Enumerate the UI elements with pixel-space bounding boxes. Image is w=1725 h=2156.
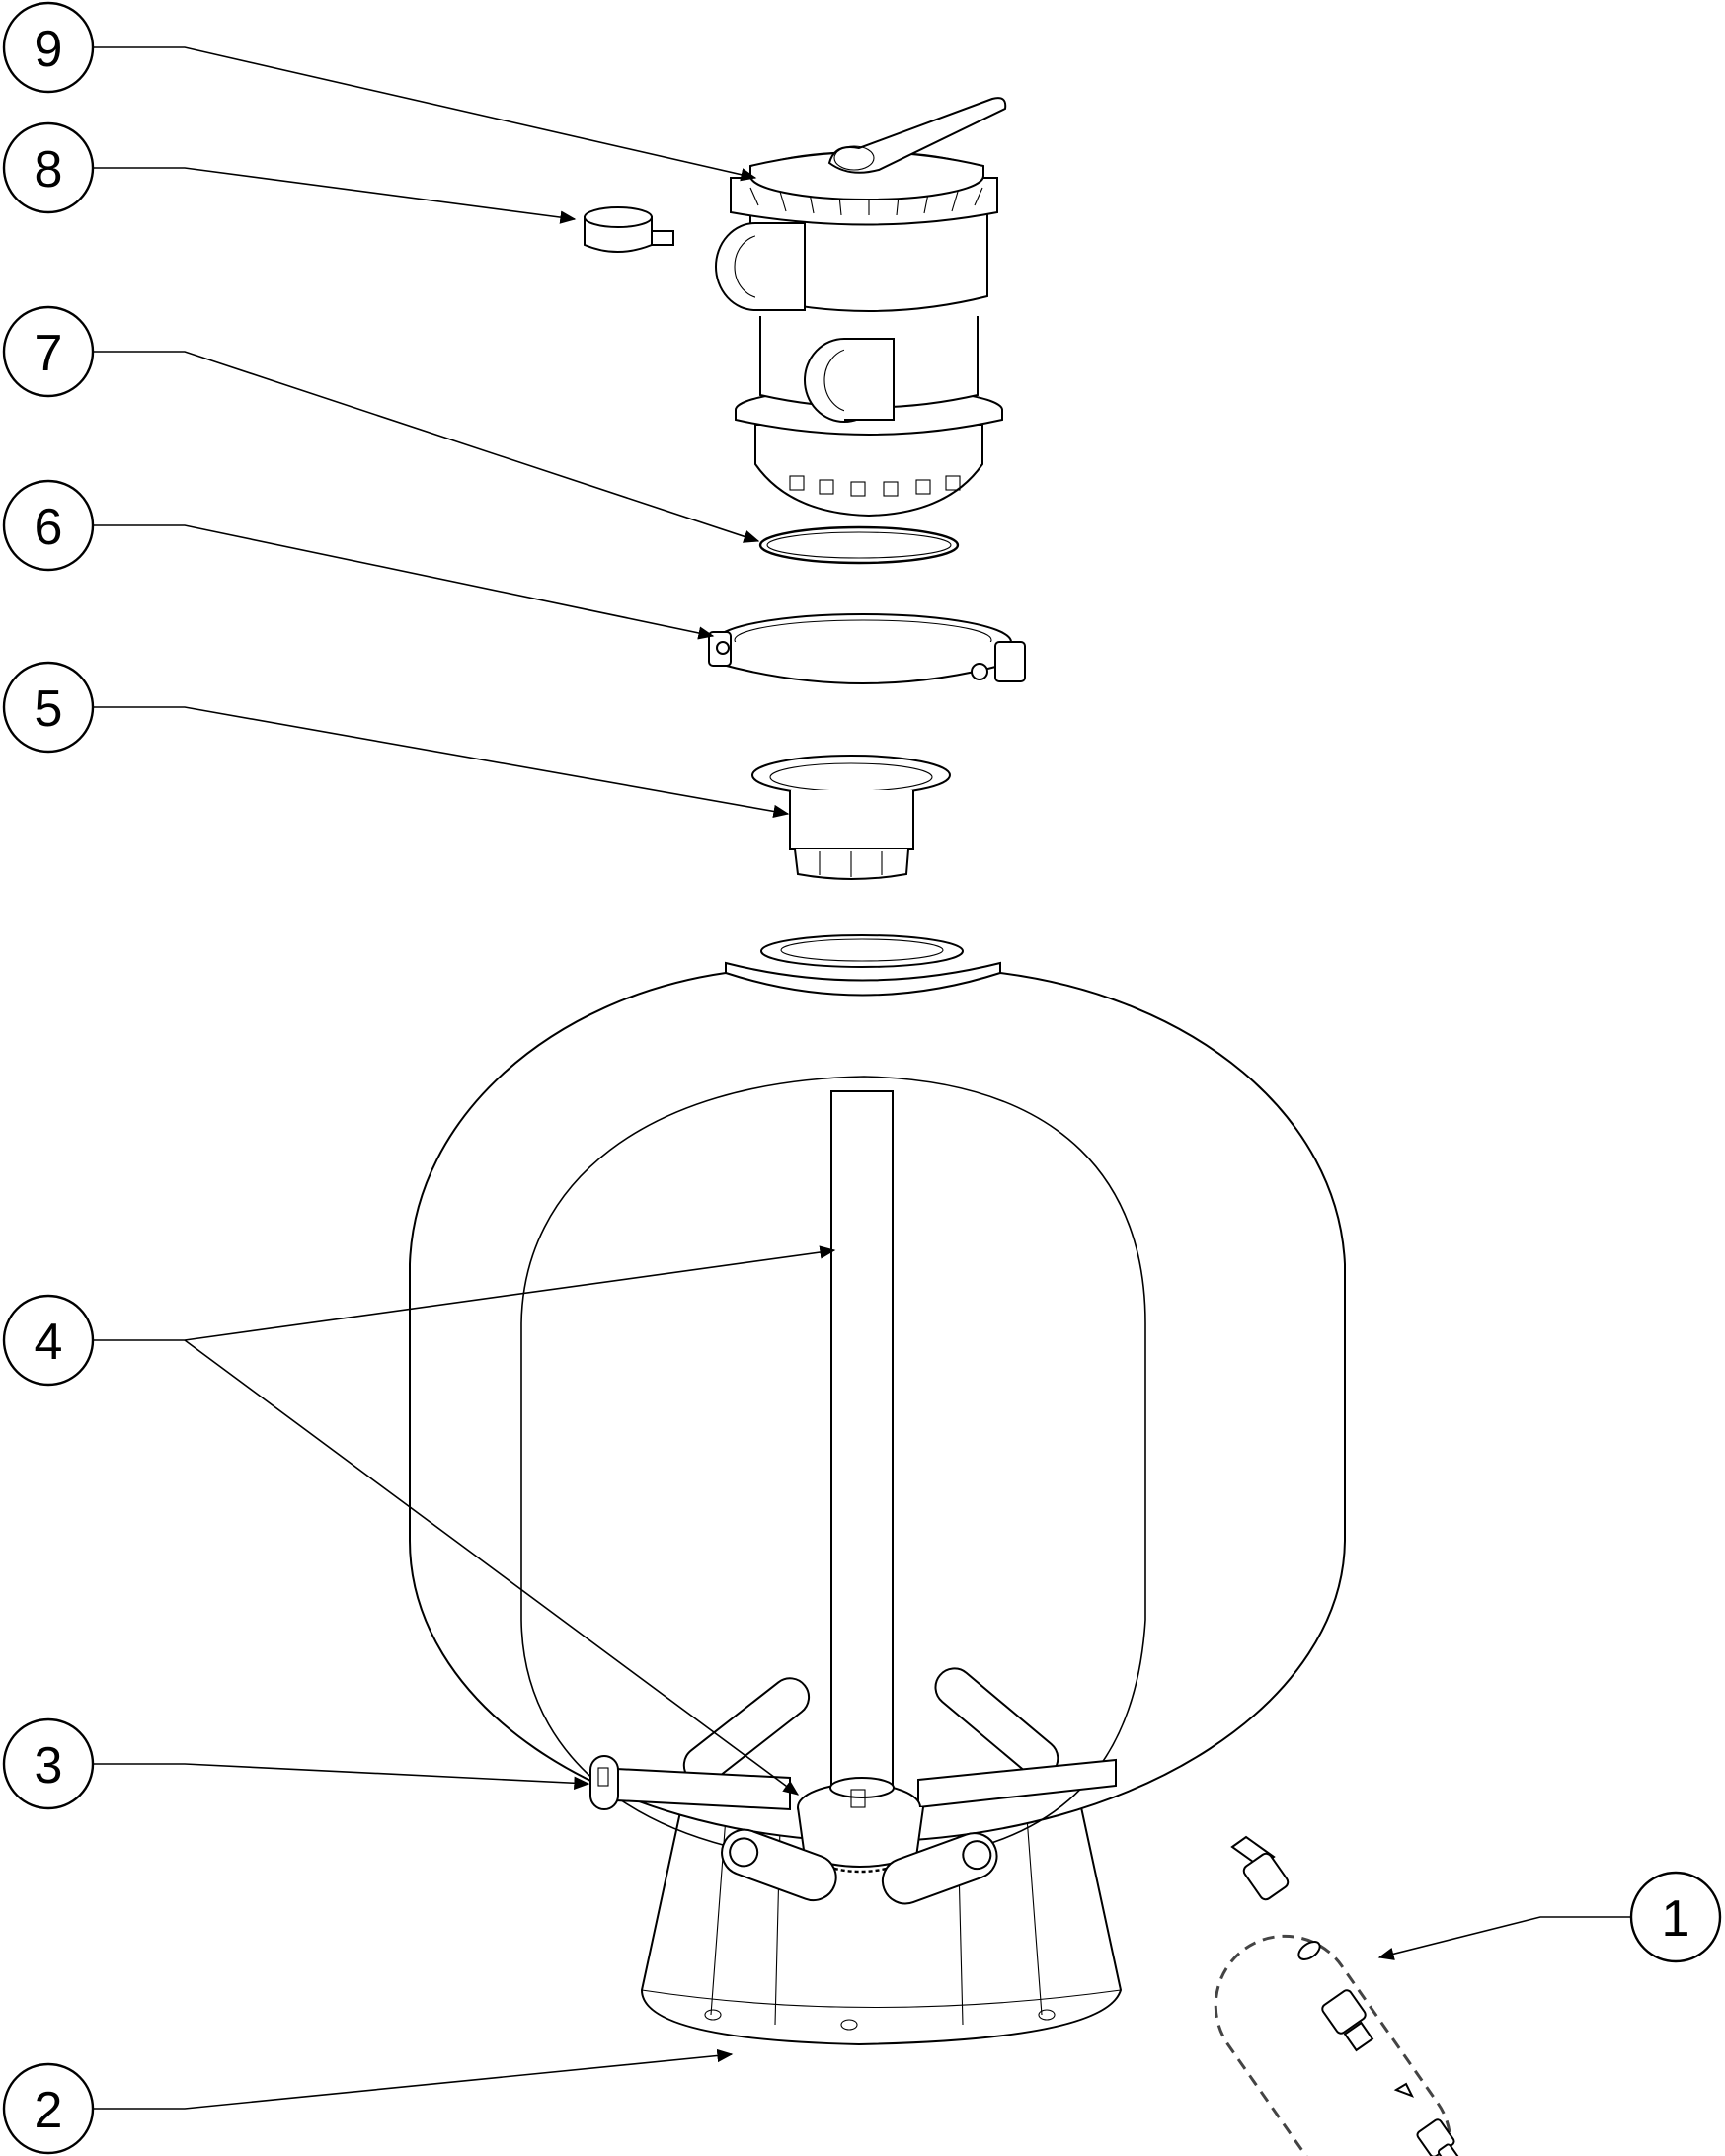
multiport-valve (715, 97, 1007, 518)
pressure-gauge (584, 206, 674, 253)
clamp (708, 613, 1026, 684)
drain-kit (1214, 1835, 1464, 2156)
callout-7: 7 (2, 305, 95, 398)
callout-4: 4 (2, 1294, 95, 1387)
callout-2: 2 (2, 2062, 95, 2155)
callout-7-number: 7 (35, 325, 63, 382)
callout-9: 9 (2, 1, 95, 94)
callout-3-number: 3 (35, 1737, 63, 1795)
callout-8: 8 (2, 121, 95, 214)
callout-9-number: 9 (35, 21, 63, 78)
callout-5-number: 5 (35, 680, 63, 738)
o-ring (758, 525, 960, 565)
diffuser (751, 755, 951, 880)
callout-5: 5 (2, 661, 95, 754)
callout-8-number: 8 (35, 141, 63, 199)
leader-lines (94, 46, 1631, 2110)
callout-2-number: 2 (35, 2082, 63, 2139)
callout-3: 3 (2, 1717, 95, 1810)
standpipe-and-laterals (589, 1090, 1117, 1905)
callout-6-number: 6 (35, 499, 63, 556)
callout-1-number: 1 (1662, 1890, 1690, 1948)
callout-4-number: 4 (35, 1314, 63, 1371)
callout-6: 6 (2, 479, 95, 572)
callout-1: 1 (1629, 1871, 1722, 1963)
